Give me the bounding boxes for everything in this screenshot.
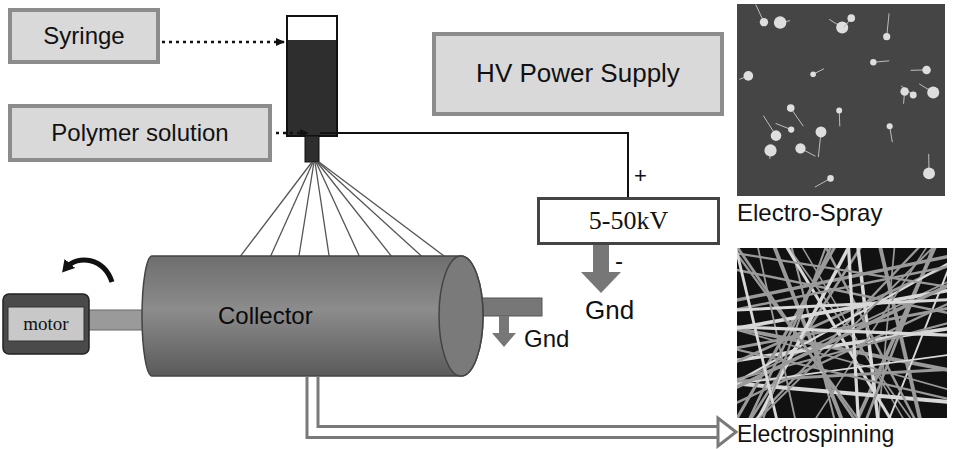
rotation-arrow	[66, 260, 112, 282]
node-label: Polymer solution	[51, 119, 228, 147]
collector-cylinder: Collector	[140, 255, 485, 377]
motor-box: motor	[2, 293, 90, 355]
syringe-barrel	[287, 16, 337, 136]
needle	[305, 136, 319, 162]
ground-label: Gnd	[524, 326, 569, 352]
sem-image-panel: Electro-Spray	[737, 4, 949, 238]
node-label: Syringe	[43, 22, 124, 50]
ground-arrow	[499, 316, 509, 334]
node-label: Collector	[218, 302, 313, 330]
voltage-box: 5-50kV	[537, 197, 720, 245]
label-box: Polymer solution	[8, 104, 272, 162]
node-label: Electrospinning	[737, 421, 951, 447]
ground-arrow	[492, 333, 516, 347]
node-label: Electro-Spray	[737, 199, 949, 227]
leader-arrow	[162, 41, 284, 44]
sem-micrograph	[737, 248, 947, 418]
motor-shaft	[86, 310, 144, 330]
label-box: HV Power Supply	[432, 32, 724, 116]
sem-micrograph	[737, 4, 945, 196]
leader-arrow	[276, 132, 308, 135]
node-label: 5-50kV	[589, 206, 668, 236]
ground-arrow	[593, 245, 609, 273]
node-label: HV Power Supply	[476, 59, 680, 89]
polymer-solution-fill	[288, 40, 336, 135]
hollow-arrow	[313, 377, 737, 446]
sem-image-panel: Electrospinning	[737, 248, 951, 446]
ground-label: Gnd	[585, 296, 634, 325]
polarity-label: -	[615, 248, 623, 274]
jet-fibres	[236, 162, 452, 262]
label-box: Syringe	[8, 8, 160, 64]
polarity-label: +	[634, 164, 647, 188]
node-label: motor	[23, 313, 68, 335]
hv-wire	[320, 133, 628, 197]
ground-arrow	[581, 272, 621, 293]
